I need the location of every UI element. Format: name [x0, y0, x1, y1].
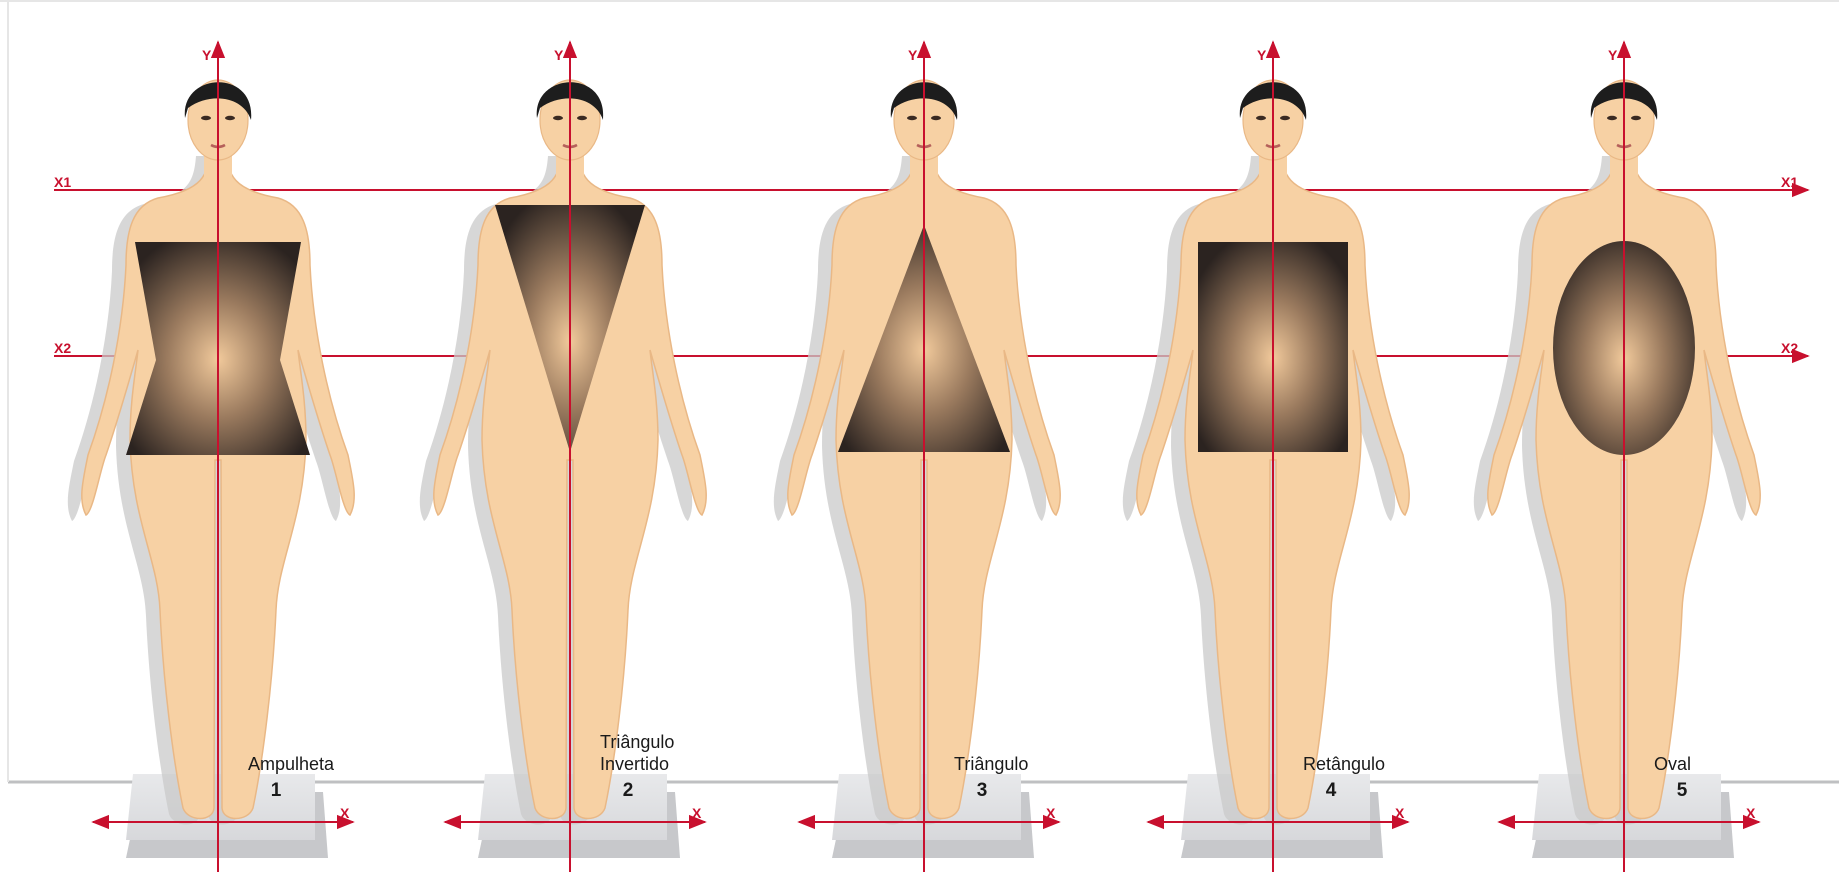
- x-axis-label: X: [1046, 805, 1056, 821]
- x-axis-label: X: [692, 805, 702, 821]
- eye-left: [907, 116, 917, 120]
- type-number: 4: [1326, 780, 1337, 801]
- type-number: 3: [977, 780, 988, 801]
- x-axis-label: X: [1395, 805, 1405, 821]
- type-name-line: Ampulheta: [248, 754, 335, 774]
- type-number: 5: [1677, 780, 1688, 801]
- x2-label-right: X2: [1781, 340, 1798, 356]
- y-axis-label: Y: [1608, 47, 1618, 63]
- figures-group: YXAmpulheta1YXTriânguloInvertido2YXTriân…: [68, 42, 1760, 872]
- x-axis-label: X: [340, 805, 350, 821]
- type-name-line: Invertido: [600, 754, 669, 774]
- type-name-line: Retângulo: [1303, 754, 1385, 774]
- eye-left: [1607, 116, 1617, 120]
- y-axis-label: Y: [908, 47, 918, 63]
- type-name-line: Triângulo: [954, 754, 1028, 774]
- eye-left: [1256, 116, 1266, 120]
- y-axis-label: Y: [1257, 47, 1267, 63]
- eye-left: [553, 116, 563, 120]
- eye-right: [225, 116, 235, 120]
- type-number: 1: [271, 780, 282, 801]
- eye-right: [931, 116, 941, 120]
- eye-right: [577, 116, 587, 120]
- eye-right: [1280, 116, 1290, 120]
- x1-label-right: X1: [1781, 174, 1798, 190]
- type-name-line: Oval: [1654, 754, 1691, 774]
- x-axis-label: X: [1746, 805, 1756, 821]
- eye-right: [1631, 116, 1641, 120]
- figure-4: Y X Retângulo 4: [1123, 42, 1409, 872]
- eye-left: [201, 116, 211, 120]
- y-axis-label: Y: [202, 47, 212, 63]
- figure-3: Y X Triângulo 3: [774, 42, 1060, 872]
- figure-5: Y X Oval 5: [1474, 42, 1760, 872]
- type-number: 2: [623, 780, 634, 801]
- figure-1: Y X Ampulheta 1: [68, 42, 354, 872]
- x2-label-left: X2: [54, 340, 71, 356]
- x1-label-left: X1: [54, 174, 71, 190]
- y-axis-label: Y: [554, 47, 564, 63]
- type-name-line: Triângulo: [600, 732, 674, 752]
